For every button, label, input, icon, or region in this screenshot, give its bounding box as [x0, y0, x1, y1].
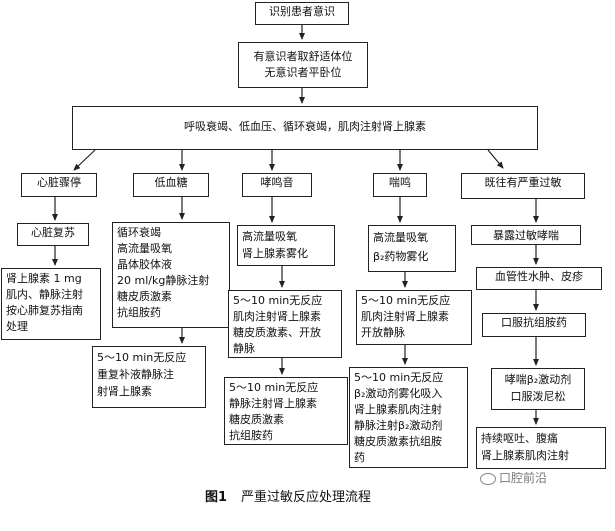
allergy-history-box: 既往有严重过敏	[461, 173, 585, 199]
hypoglycemia-box: 低血糖	[133, 173, 209, 197]
wechat-icon	[480, 472, 496, 485]
history-antihistamine-box: 口服抗组胺药	[482, 313, 586, 337]
hypoglycemia-detail-box: 循环衰竭 高流量吸氧 晶体胶体液 20 ml/kg静脉注射 糖皮质激素 抗组胺药	[112, 222, 230, 328]
stridor-followup1-box: 5～10 min无反应 肌肉注射肾上腺素 糖皮质激素、开放 静脉	[228, 290, 342, 358]
history-asthma-box: 哮喘β₂激动剂 口服泼尼松	[491, 368, 585, 410]
wheeze-followup1-box: 5～10 min无反应 肌肉注射肾上腺素 开放静脉	[356, 290, 472, 345]
watermark-text: 口腔前沿	[499, 471, 548, 485]
identify-consciousness-box: 识别患者意识	[255, 2, 349, 25]
history-exposure-box: 暴露过敏哮喘	[471, 225, 581, 245]
arrow-main-cardiac	[73, 149, 96, 171]
hypoglycemia-followup-box: 5～10 min无反应 重复补液静脉注 射肾上腺素	[92, 346, 206, 408]
figure-caption-label: 图1	[205, 490, 228, 505]
cpr-detail-box: 肾上腺素 1 mg 肌内、静脉注射 按心肺复苏指南 处理	[1, 268, 101, 340]
main-symptoms-box: 呼吸衰竭、低血压、循环衰竭，肌肉注射肾上腺素	[72, 106, 538, 150]
stridor-box: 哮鸣音	[242, 173, 312, 197]
cpr-box: 心脏复苏	[17, 223, 89, 246]
history-vomiting-box: 持续呕吐、腹痛 肾上腺素肌肉注射	[476, 427, 606, 469]
figure-caption-text: 严重过敏反应处理流程	[241, 490, 372, 505]
wheeze-box: 喘鸣	[373, 173, 427, 197]
patient-position-box: 有意识者取舒适体位 无意识者平卧位	[238, 42, 368, 88]
cardiac-arrest-box: 心脏骤停	[21, 173, 97, 197]
wheeze-detail-box: 高流量吸氧 β₂药物雾化	[368, 225, 456, 272]
stridor-followup2-box: 5～10 min无反应 静脉注射肾上腺素 糖皮质激素 抗组胺药	[224, 377, 348, 445]
figure-caption: 图1 严重过敏反应处理流程	[205, 486, 371, 505]
history-angioedema-box: 血管性水肿、皮疹	[476, 267, 602, 290]
stridor-detail-box: 高流量吸氧 肾上腺素雾化	[237, 225, 335, 266]
wheeze-followup2-box: 5～10 min无反应 β₂激动剂雾化吸入 肾上腺素肌肉注射 静脉注射β₂激动剂…	[349, 367, 468, 468]
watermark: 口腔前沿	[476, 469, 552, 486]
arrow-main-history	[487, 149, 504, 169]
